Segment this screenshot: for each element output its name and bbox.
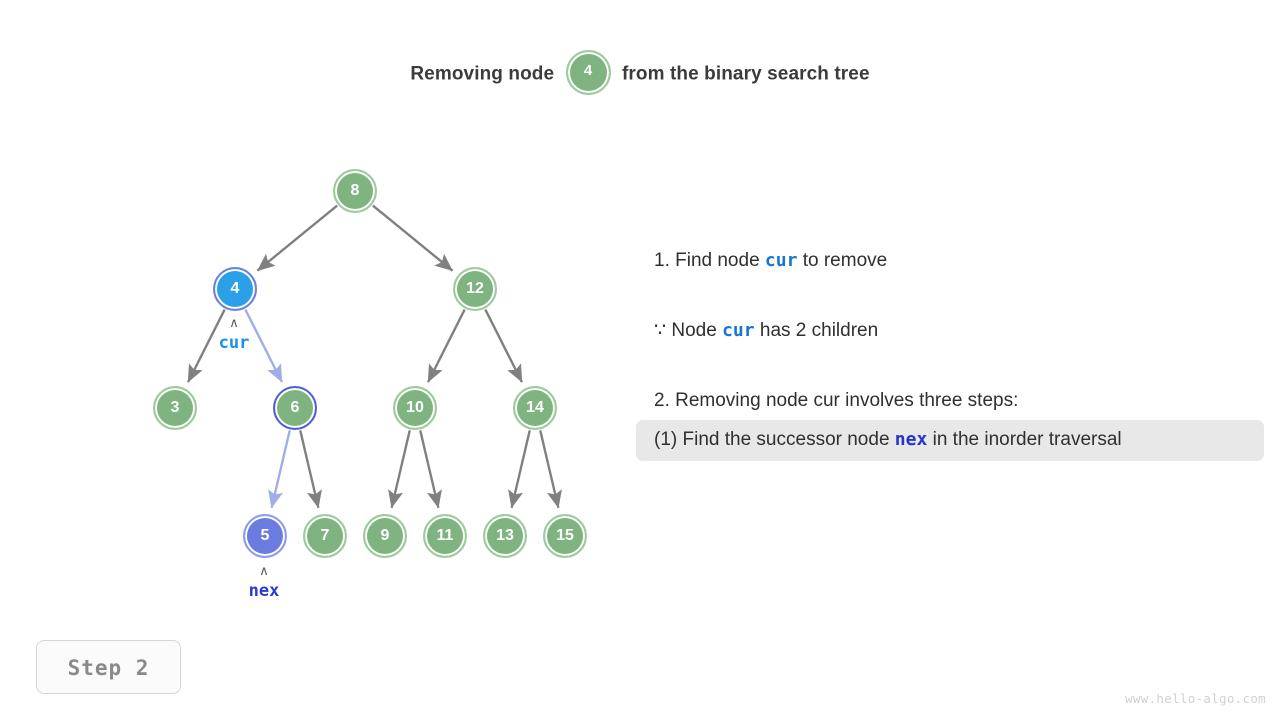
step-badge: Step 2: [36, 640, 181, 694]
tree-edge-n14-n13: [508, 430, 531, 509]
tree-node-10: 10: [393, 386, 437, 430]
tree-edge-n12-n14: [484, 308, 524, 383]
line4-prefix: (1) Find the successor node: [654, 429, 890, 450]
explanation-line-4-highlighted: (1) Find the successor node nex in the i…: [636, 420, 1264, 461]
pointer-label-cur: cur: [218, 333, 250, 353]
pointer-cur: ∧ cur: [189, 316, 279, 353]
tree-edge-n8-n12: [372, 204, 454, 272]
pointer-label-nex: nex: [248, 581, 280, 601]
line2-prefix: ∵ Node: [654, 320, 717, 341]
line1-suffix: to remove: [802, 250, 888, 271]
spacer-2: [636, 348, 1266, 384]
line4-keyword-nex: nex: [894, 429, 928, 450]
tree-node-12: 12: [453, 267, 497, 311]
tree-edge-n4-n6: [244, 308, 284, 383]
tree-node-3: 3: [153, 386, 197, 430]
pointer-nex: ∧ nex: [219, 564, 309, 601]
watermark: www.hello-algo.com: [1125, 691, 1266, 706]
page-title: Removing node 4 from the binary search t…: [0, 50, 1280, 97]
tree-edge-n12-n10: [426, 308, 466, 383]
tree-node-11: 11: [423, 514, 467, 558]
explanation-panel: 1. Find node cur to remove ∵ Node cur ha…: [636, 244, 1266, 461]
tree-edge-n10-n9: [388, 430, 411, 509]
spacer-1: [636, 278, 1266, 314]
explanation-line-2: ∵ Node cur has 2 children: [636, 314, 1266, 348]
title-node-circle: 4: [565, 50, 611, 95]
explanation-line-3: 2. Removing node cur involves three step…: [654, 390, 1019, 411]
title-prefix: Removing node: [410, 63, 555, 85]
tree-node-8: 8: [333, 169, 377, 213]
explanation-line-1: 1. Find node cur to remove: [636, 244, 1266, 278]
tree-edge-n6-n5: [268, 430, 291, 509]
title-suffix: from the binary search tree: [621, 63, 870, 85]
caret-icon: ∧: [229, 316, 239, 331]
tree-node-14: 14: [513, 386, 557, 430]
tree-edge-layer: [186, 204, 562, 509]
tree-node-15: 15: [543, 514, 587, 558]
tree-node-6: 6: [273, 386, 317, 430]
tree-edge-n8-n4: [256, 204, 338, 272]
tree-node-13: 13: [483, 514, 527, 558]
tree-edge-n10-n11: [419, 430, 442, 509]
line2-suffix: has 2 children: [759, 320, 879, 341]
line4-suffix: in the inorder traversal: [932, 429, 1122, 450]
caret-icon: ∧: [259, 564, 269, 579]
line2-keyword-cur: cur: [722, 320, 755, 341]
line1-prefix: 1. Find node: [654, 250, 760, 271]
line1-keyword-cur: cur: [764, 250, 798, 271]
tree-edge-n4-n3: [186, 308, 226, 383]
tree-edge-n6-n7: [299, 430, 322, 509]
tree-node-7: 7: [303, 514, 347, 558]
tree-node-4: 4: [213, 267, 257, 311]
tree-node-9: 9: [363, 514, 407, 558]
tree-edge-n14-n15: [539, 430, 562, 509]
tree-node-5: 5: [243, 514, 287, 558]
